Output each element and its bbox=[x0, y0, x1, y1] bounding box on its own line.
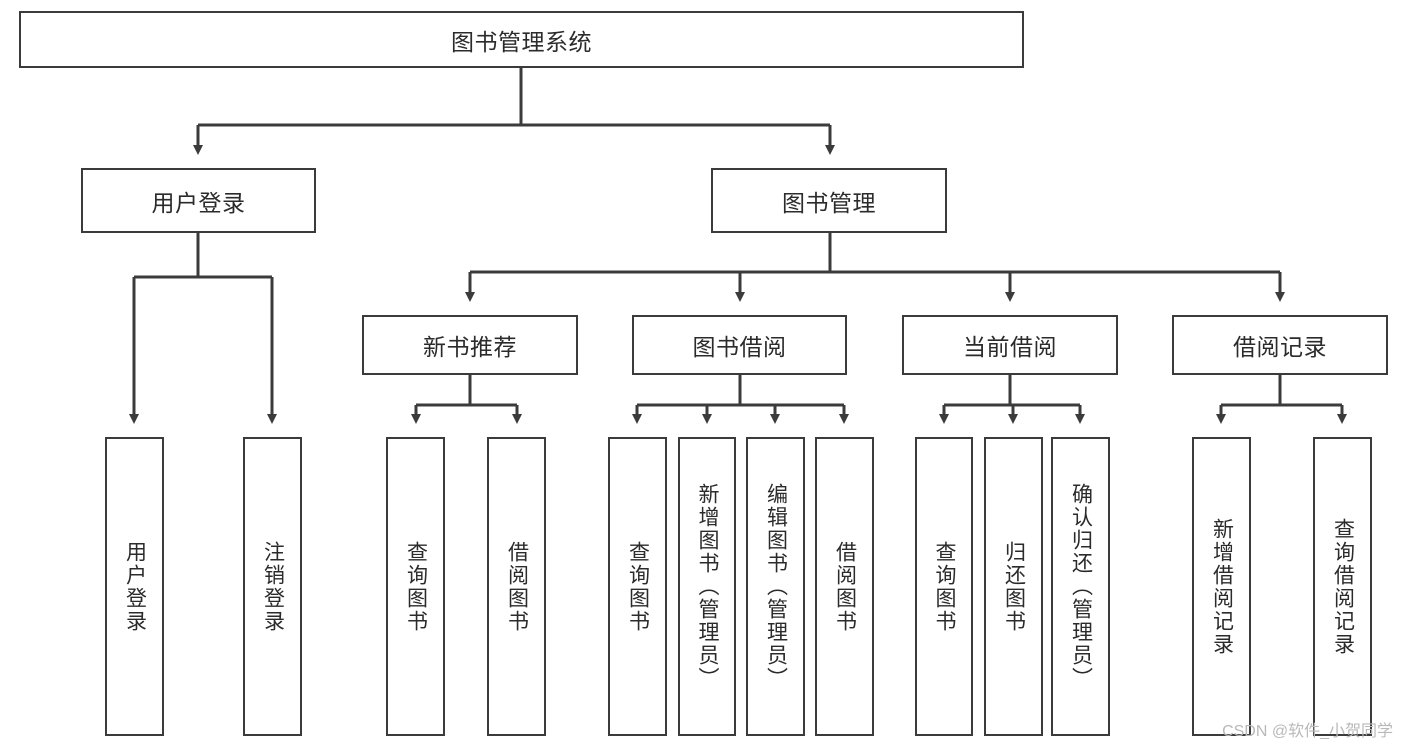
node-book-management[interactable]: 图书管理 bbox=[711, 168, 947, 233]
node-root-label: 图书管理系统 bbox=[451, 28, 592, 55]
node-leaf-query-book-borrow-label: 查询图书 bbox=[626, 540, 650, 633]
watermark-text: CSDN @软件_小贺同学 bbox=[1222, 723, 1393, 740]
node-user-login-label: 用户登录 bbox=[151, 189, 246, 216]
node-leaf-add-borrow-record-label: 新增借阅记录 bbox=[1210, 517, 1234, 656]
node-leaf-borrow-book-label: 借阅图书 bbox=[833, 540, 857, 633]
node-leaf-user-login-label: 用户登录 bbox=[123, 540, 147, 633]
node-current-borrow-label: 当前借阅 bbox=[963, 334, 1057, 360]
node-leaf-borrow-book-rec[interactable]: 借阅图书 bbox=[487, 437, 546, 736]
node-leaf-confirm-return-admin[interactable]: 确认归还（管理员） bbox=[1051, 437, 1110, 736]
node-leaf-query-borrow-record-label: 查询借阅记录 bbox=[1331, 517, 1355, 656]
node-leaf-user-login[interactable]: 用户登录 bbox=[105, 437, 164, 736]
node-current-borrow[interactable]: 当前借阅 bbox=[902, 315, 1118, 375]
node-leaf-borrow-book[interactable]: 借阅图书 bbox=[815, 437, 874, 736]
node-leaf-edit-book-admin-label: 编辑图书（管理员） bbox=[764, 483, 788, 690]
node-root[interactable]: 图书管理系统 bbox=[19, 11, 1024, 68]
node-user-login[interactable]: 用户登录 bbox=[81, 168, 316, 233]
node-leaf-logout[interactable]: 注销登录 bbox=[243, 437, 302, 736]
node-leaf-add-borrow-record[interactable]: 新增借阅记录 bbox=[1192, 437, 1251, 736]
node-new-book-recommend[interactable]: 新书推荐 bbox=[362, 315, 578, 375]
node-borrow-record[interactable]: 借阅记录 bbox=[1172, 315, 1388, 375]
node-leaf-query-book-rec-label: 查询图书 bbox=[404, 540, 428, 633]
node-book-management-label: 图书管理 bbox=[782, 189, 876, 216]
node-book-borrow-label: 图书借阅 bbox=[692, 334, 787, 360]
node-leaf-borrow-book-rec-label: 借阅图书 bbox=[505, 540, 529, 633]
node-leaf-logout-label: 注销登录 bbox=[261, 540, 285, 633]
node-leaf-query-book-current-label: 查询图书 bbox=[933, 540, 957, 633]
node-leaf-confirm-return-admin-label: 确认归还（管理员） bbox=[1069, 483, 1093, 690]
node-leaf-add-book-admin[interactable]: 新增图书（管理员） bbox=[678, 437, 736, 736]
node-new-book-recommend-label: 新书推荐 bbox=[423, 334, 517, 360]
node-leaf-edit-book-admin[interactable]: 编辑图书（管理员） bbox=[746, 437, 805, 736]
node-leaf-query-book-current[interactable]: 查询图书 bbox=[915, 437, 973, 736]
node-leaf-query-book-borrow[interactable]: 查询图书 bbox=[608, 437, 667, 736]
node-leaf-query-book-rec[interactable]: 查询图书 bbox=[386, 437, 445, 736]
node-leaf-query-borrow-record[interactable]: 查询借阅记录 bbox=[1313, 437, 1372, 736]
node-book-borrow[interactable]: 图书借阅 bbox=[632, 315, 847, 375]
node-leaf-return-book[interactable]: 归还图书 bbox=[984, 437, 1043, 736]
node-leaf-add-book-admin-label: 新增图书（管理员） bbox=[696, 483, 720, 690]
node-borrow-record-label: 借阅记录 bbox=[1233, 334, 1327, 360]
node-leaf-return-book-label: 归还图书 bbox=[1002, 540, 1026, 633]
